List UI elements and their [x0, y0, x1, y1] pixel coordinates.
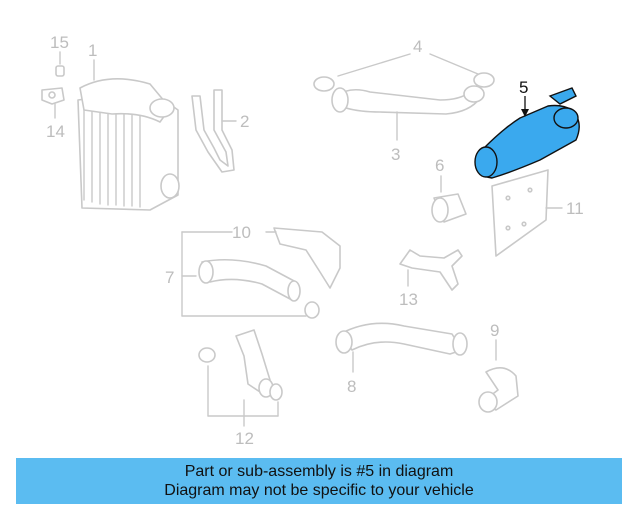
callout-8: 8	[347, 377, 356, 396]
part-10-duct-cover	[273, 227, 341, 289]
leader-4b	[429, 53, 479, 75]
part-5-pipe-highlighted[interactable]	[474, 87, 580, 179]
banner-line-2: Diagram may not be specific to your vehi…	[164, 482, 474, 499]
part-9-elbow	[478, 367, 519, 413]
info-banner: Part or sub-assembly is #5 in diagram Di…	[16, 458, 622, 504]
part-8-pipe	[335, 322, 468, 356]
callout-3: 3	[391, 145, 400, 164]
callout-1: 1	[88, 41, 97, 60]
part-7-hose	[198, 258, 320, 319]
part-13-bracket	[399, 249, 463, 291]
part-12-pipe-kit	[198, 329, 283, 401]
leader-5-arrow	[521, 109, 529, 117]
part-3-pipe	[331, 85, 485, 115]
callout-11: 11	[566, 199, 584, 218]
part-11-shield	[491, 169, 549, 257]
callout-13: 13	[399, 290, 418, 309]
callout-15: 15	[50, 33, 69, 52]
callout-10: 10	[232, 223, 251, 242]
part-2-bracket	[191, 89, 235, 173]
callout-9: 9	[490, 321, 499, 340]
part-1-intercooler	[77, 78, 180, 211]
part-15-bolt	[55, 65, 65, 77]
part-6-coupler	[431, 193, 467, 223]
callout-12: 12	[235, 429, 254, 448]
callout-14: 14	[46, 122, 65, 141]
callout-4: 4	[413, 37, 422, 56]
part-14-clip	[41, 87, 65, 105]
callout-6: 6	[435, 156, 444, 175]
leader-4a	[337, 53, 411, 77]
banner-line-1: Part or sub-assembly is #5 in diagram	[184, 463, 454, 480]
part-4-clamps	[313, 72, 495, 92]
callout-7: 7	[165, 268, 174, 287]
callout-2: 2	[240, 112, 249, 131]
callout-5: 5	[519, 78, 528, 97]
